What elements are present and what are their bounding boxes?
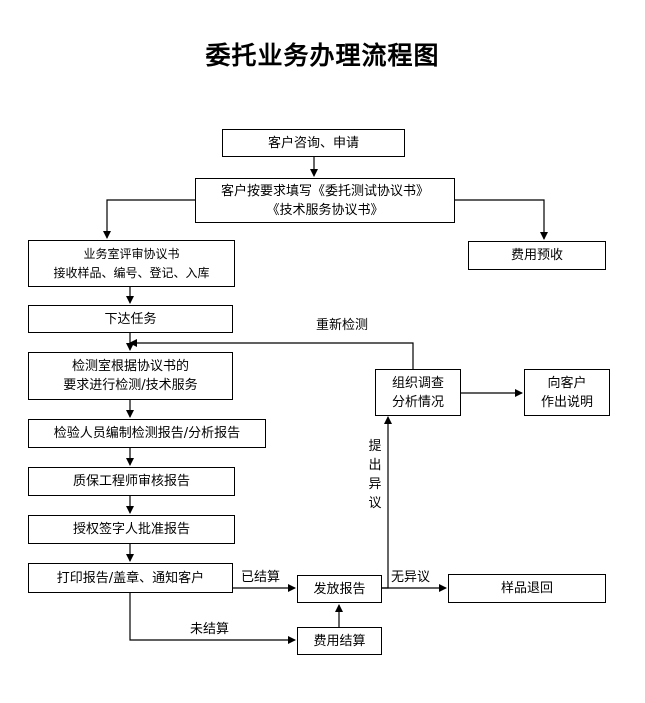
qa-review-label: 质保工程师审核报告	[72, 474, 190, 489]
review-box: 业务室评审协议书 接收样品、编号、登记、入库	[28, 240, 235, 287]
review-line1: 业务室评审协议书	[83, 246, 180, 261]
objection-char: 异	[368, 477, 382, 492]
approve-report-box: 授权签字人批准报告	[28, 515, 235, 544]
prepay-box: 费用预收	[468, 241, 606, 270]
fill-agreement-line2: 《技术服务协议书》	[266, 202, 384, 218]
sample-return-box: 样品退回	[448, 574, 606, 603]
explain-line2: 作出说明	[540, 394, 593, 410]
sample-return-label: 样品退回	[500, 581, 553, 596]
investigate-line2: 分析情况	[391, 394, 444, 410]
explain-line1: 向客户	[547, 375, 587, 391]
compile-report-label: 检验人员编制检测报告/分析报告	[53, 426, 241, 441]
objection-char: 出	[368, 458, 382, 473]
testing-box: 检测室根据协议书的 要求进行检测/技术服务	[28, 352, 233, 400]
arrow-retest	[129, 339, 414, 369]
review-line2: 接收样品、编号、登记、入库	[53, 265, 210, 280]
explain-box: 向客户 作出说明	[524, 369, 610, 416]
qa-review-box: 质保工程师审核报告	[28, 467, 235, 496]
approve-report-label: 授权签字人批准报告	[72, 522, 190, 537]
fill-agreement-line1: 客户按要求填写《委托测试协议书》	[220, 183, 429, 199]
print-report-box: 打印报告/盖章、通知客户	[28, 563, 233, 593]
objection-label: 提 出 异 议	[367, 437, 383, 513]
testing-line1: 检测室根据协议书的	[71, 359, 189, 374]
consult-box: 客户咨询、申请	[222, 129, 405, 157]
arrow-fill-to-prepay	[455, 199, 548, 240]
retest-label: 重新检测	[316, 318, 369, 333]
issue-report-box: 发放报告	[297, 575, 382, 603]
arrow-objection	[382, 416, 392, 589]
fee-settlement-label: 费用结算	[313, 633, 366, 649]
assign-task-label: 下达任务	[104, 311, 157, 327]
investigate-line1: 组织调查	[391, 375, 444, 391]
prepay-label: 费用预收	[510, 248, 563, 263]
testing-line2: 要求进行检测/技术服务	[63, 378, 198, 393]
arrow-print-to-settle	[129, 593, 296, 644]
no-objection-label: 无异议	[391, 570, 431, 585]
issue-report-label: 发放报告	[313, 581, 366, 597]
compile-report-box: 检验人员编制检测报告/分析报告	[28, 419, 266, 448]
fee-settlement-box: 费用结算	[297, 627, 382, 655]
arrow-fill-to-review	[103, 199, 195, 239]
print-report-label: 打印报告/盖章、通知客户	[56, 570, 205, 586]
page-title: 委托业务办理流程图	[205, 41, 440, 70]
objection-char: 议	[368, 496, 382, 511]
fill-agreement-box: 客户按要求填写《委托测试协议书》 《技术服务协议书》	[195, 178, 455, 223]
unsettled-label: 未结算	[190, 622, 230, 637]
investigate-box: 组织调查 分析情况	[375, 369, 461, 416]
settled-label: 已结算	[241, 570, 281, 585]
consult-label: 客户咨询、申请	[267, 135, 359, 151]
objection-char: 提	[368, 439, 382, 454]
assign-task-box: 下达任务	[28, 305, 233, 333]
